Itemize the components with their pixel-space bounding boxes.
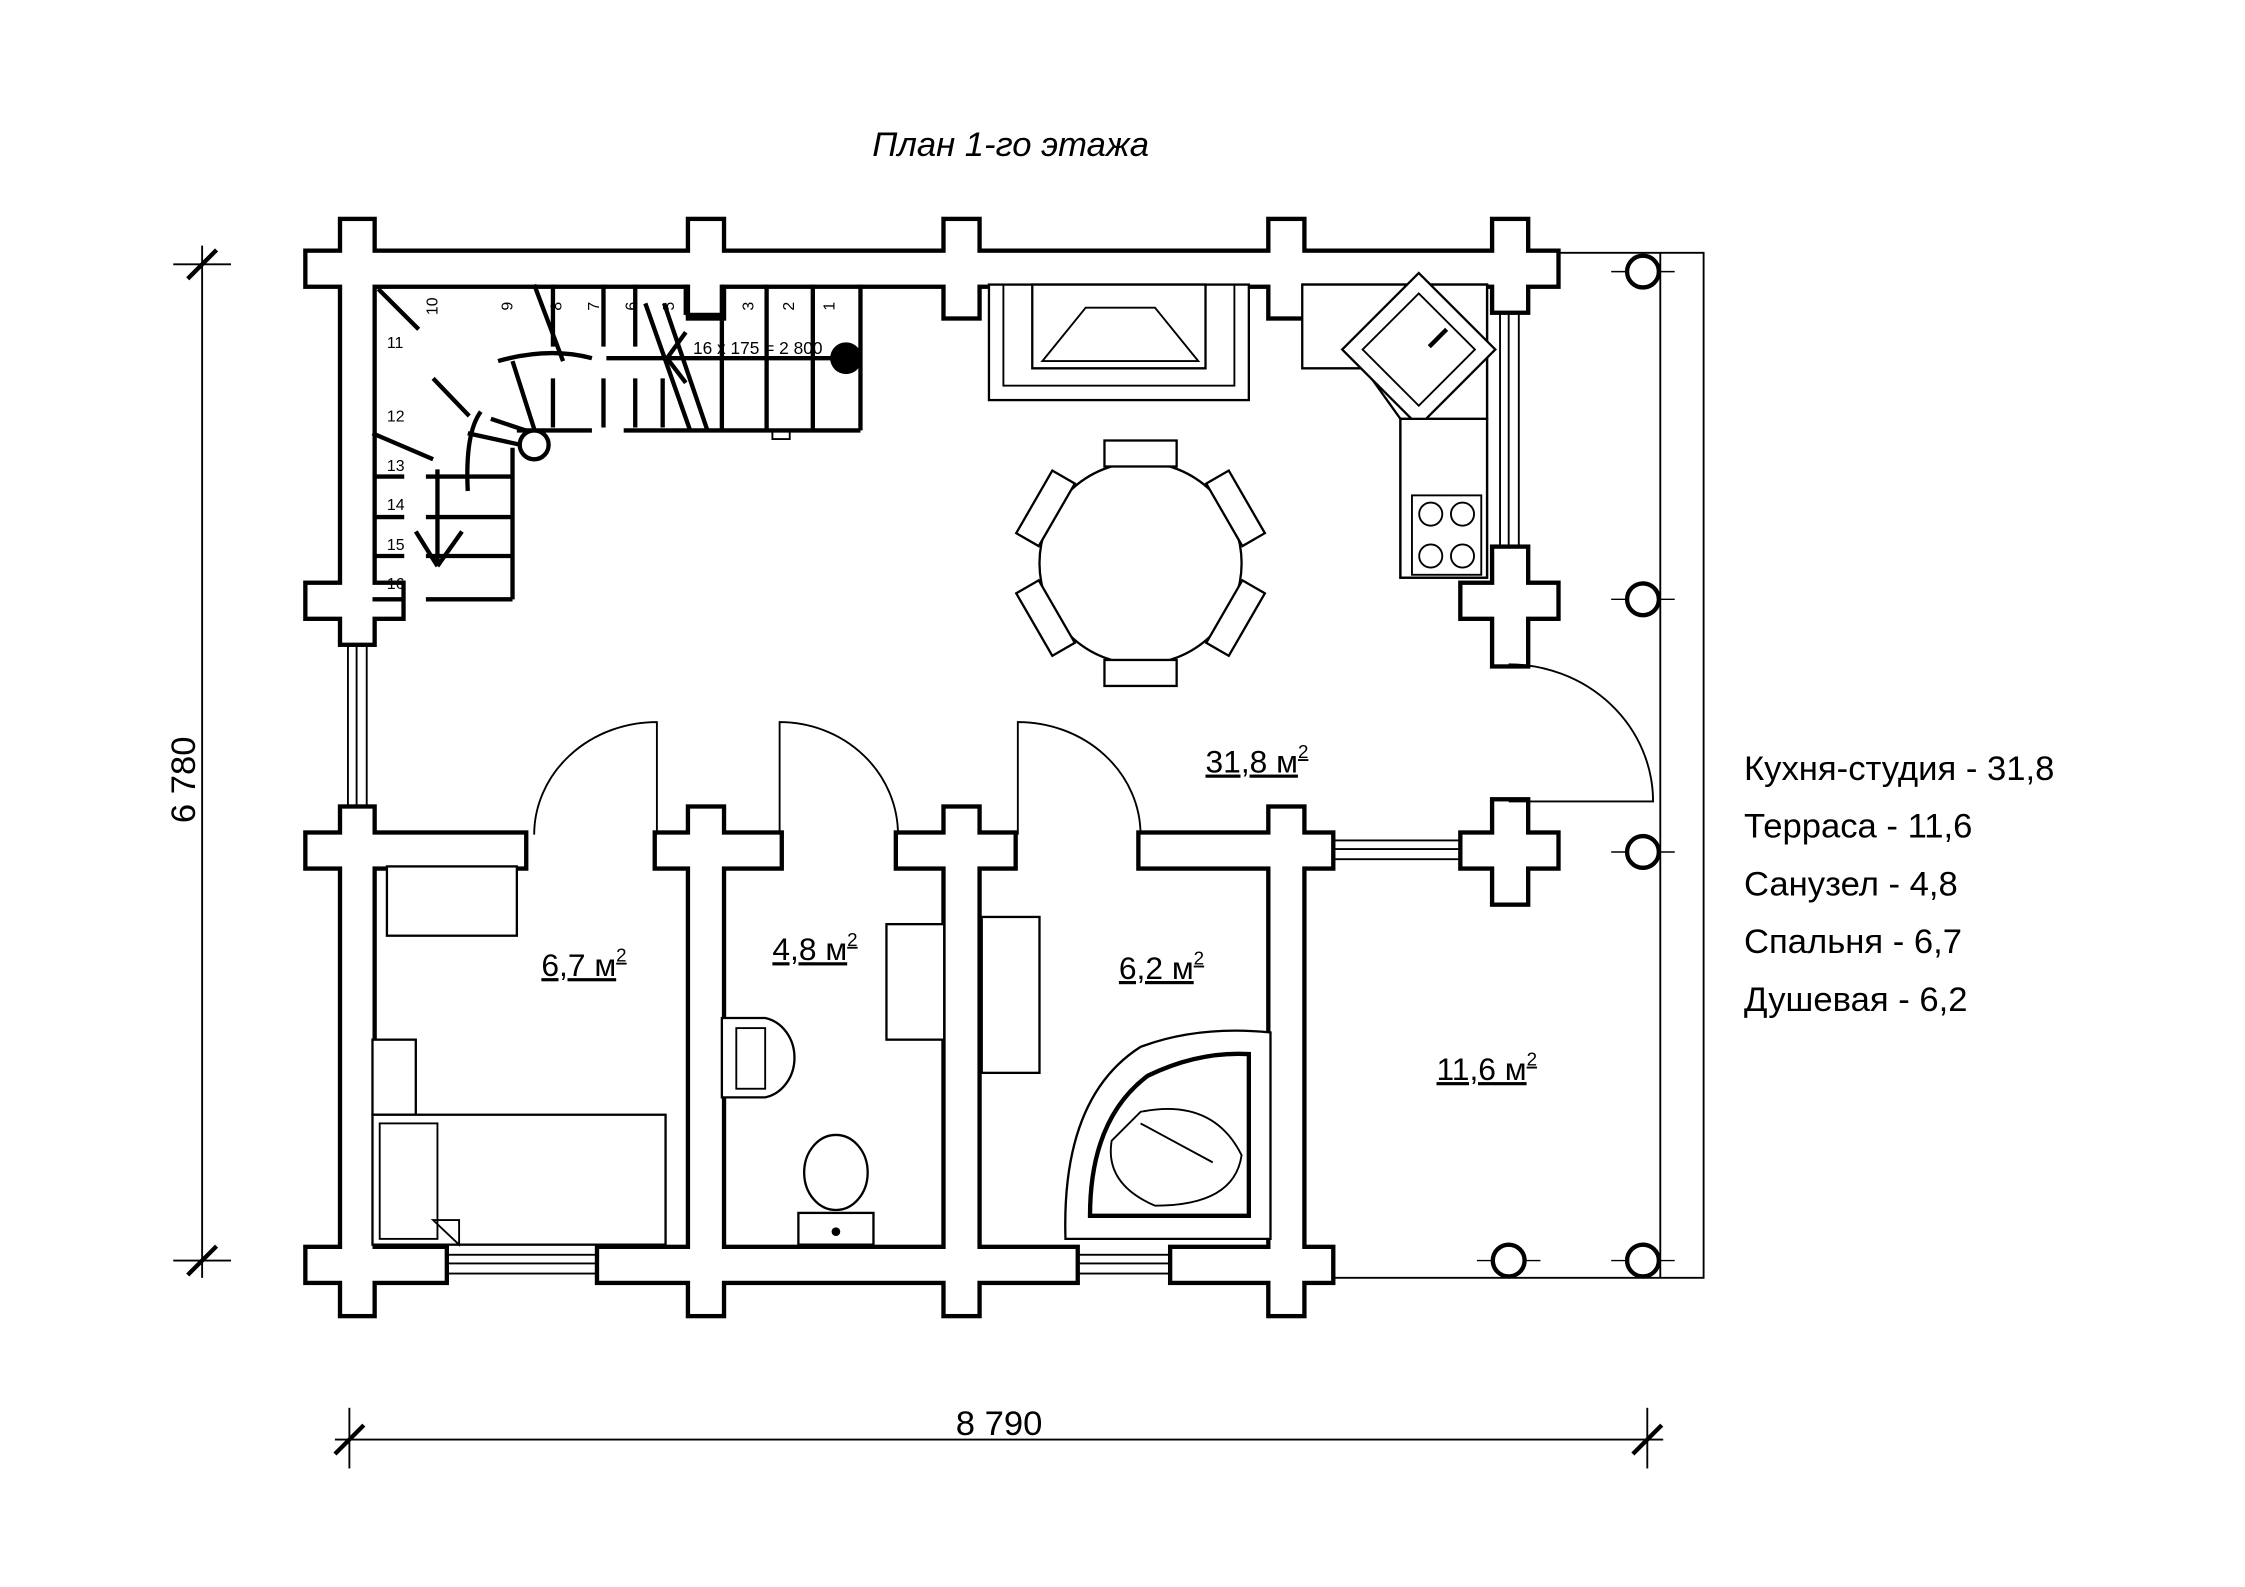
room-area-kitchen: 31,8 м2 [1206,741,1309,779]
dining-table [1014,439,1267,688]
bathroom-fixtures [720,923,946,1246]
chair [1014,578,1077,658]
legend-item: Спальня - 6,7 [1744,923,1962,961]
room-area-bathroom: 4,8 м2 [772,929,857,967]
dimension-width: 8 790 [333,1405,1664,1469]
dimension-height: 6 780 [165,245,231,1278]
stair-step-number: 13 [387,458,405,475]
terrace-column [1624,253,1662,290]
stair-step-number: 12 [387,409,405,426]
kitchen-counter [1301,271,1497,579]
doors [533,663,1655,835]
terrace-column [1624,833,1662,871]
fireplace [987,283,1250,402]
terrace [1302,251,1705,1279]
terrace-column [1490,1242,1527,1279]
legend-item: Кухня-студия - 31,8 [1744,750,2054,788]
chair [1204,469,1267,548]
stair-step-number: 15 [387,537,405,554]
stair-formula: 16 x 175 = 2 800 [693,338,822,358]
stair-step-number: 2 [781,302,798,311]
stair-step-number: 16 [387,576,405,593]
terrace-column [1624,1242,1662,1279]
stair-step-number: 7 [586,302,603,311]
chair [1204,578,1267,658]
stair-step-number: 6 [624,302,641,311]
legend-item: Санузел - 4,8 [1744,865,1958,903]
width-dimension-label: 8 790 [956,1405,1043,1443]
chair [1103,439,1178,468]
stair-step-number: 11 [387,335,404,352]
stair-step-number: 9 [500,302,517,311]
chair [1103,658,1178,688]
stair-step-number: 10 [424,297,441,315]
plan-title: План 1-го этажа [872,126,1149,164]
bathtub [980,915,1272,1241]
stair-step-number: 5 [661,302,678,311]
terrace-column [1624,581,1662,618]
staircase: 16 x 175 = 2 800 1 2 3 5 6 7 8 9 10 11 1… [371,283,863,602]
legend-item: Терраса - 11,6 [1744,808,1972,846]
stair-step-number: 3 [741,302,758,311]
cooktop [1411,494,1483,576]
room-legend: Кухня-студия - 31,8 Терраса - 11,6 Сануз… [1744,750,2054,1019]
height-dimension-label: 6 780 [165,736,203,823]
legend-item: Душевая - 6,2 [1744,981,1967,1019]
room-area-shower: 6,2 м2 [1119,948,1204,986]
log-walls [303,216,1561,1319]
stair-step-number: 1 [821,302,838,311]
stair-step-number: 14 [387,497,405,514]
chair [1014,469,1077,548]
room-area-bedroom: 6,7 м2 [541,945,626,983]
stair-step-number: 8 [549,302,566,311]
room-area-terrace: 11,6 м2 [1437,1049,1538,1087]
bed [371,865,667,1247]
